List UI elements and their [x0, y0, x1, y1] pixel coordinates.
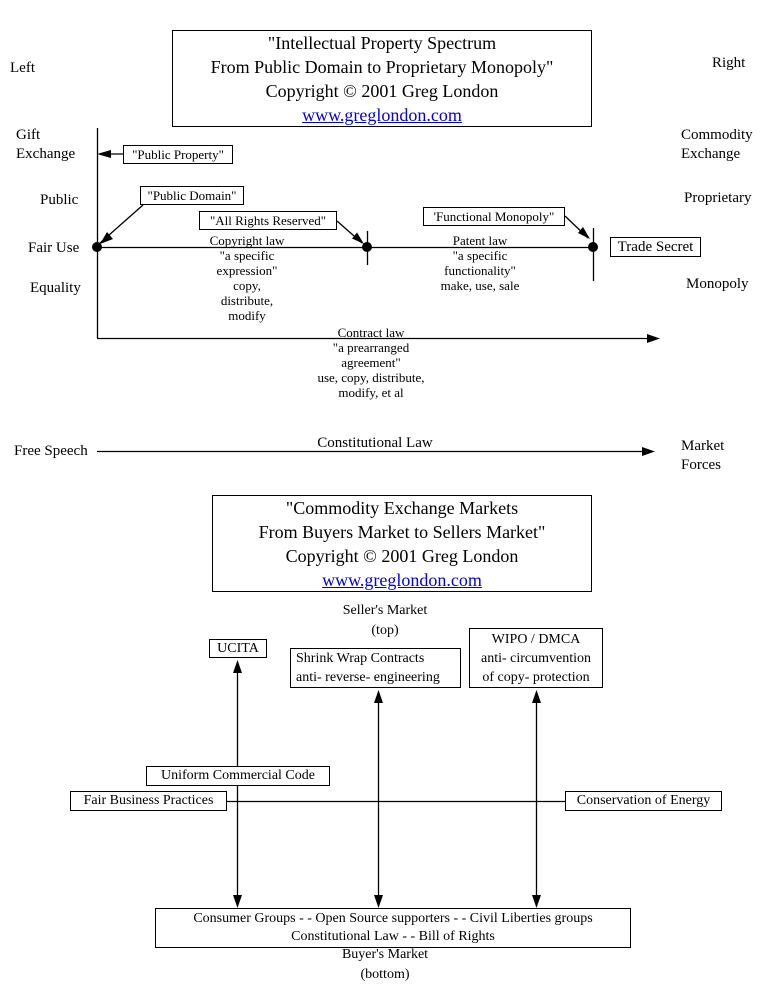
patent-quote-line1: "a specific: [452, 248, 508, 263]
functional-monopoly-box: 'Functional Monopoly": [423, 207, 565, 226]
copyright-law-line: Copyright law: [209, 233, 285, 248]
axis-label-monopoly: Monopoly: [686, 276, 749, 292]
copyright-quote-line2: expression": [216, 263, 278, 278]
consumer-groups-line1: Consumer Groups - - Open Source supporte…: [193, 911, 593, 926]
ip-website-link[interactable]: www.greglondon.com: [302, 104, 462, 125]
commodity-title-line2: From Buyers Market to Sellers Market": [258, 521, 546, 542]
axis-label-fair-use: Fair Use: [28, 240, 80, 256]
constitutional-law-label: Constitutional Law: [317, 435, 433, 451]
sellers-market-label: Seller's Market: [342, 603, 428, 618]
copyright-law-text: Copyright law "a specific expression" co…: [187, 233, 307, 323]
wipo-line2: anti- circumvention: [480, 650, 592, 666]
arrowhead-all-rights: [352, 232, 364, 244]
arrowhead-functional-monopoly: [578, 227, 590, 239]
spectrum-dot-right: [588, 242, 598, 252]
arrowhead-wipo-up: [532, 690, 541, 703]
arrowhead-wipo-down: [532, 895, 541, 908]
axis-label-commodity-exchange: Commodity Exchange: [681, 126, 753, 164]
trade-secret-box: Trade Secret: [610, 237, 701, 257]
copyright-quote-line1: "a specific: [219, 248, 275, 263]
copyright-rights-line2: distribute,: [220, 293, 274, 308]
public-property-box: "Public Property": [123, 145, 233, 164]
contract-rights-line2: modify, et al: [338, 385, 404, 400]
axis-label-public: Public: [40, 192, 79, 208]
consumer-groups-line2: Constitutional Law - - Bill of Rights: [291, 929, 495, 944]
ip-title-box: "Intellectual Property Spectrum From Pub…: [172, 30, 592, 127]
axis-label-free-speech: Free Speech: [14, 443, 88, 459]
arrowhead-public-property-left: [97, 150, 111, 158]
copyright-rights-line1: copy,: [233, 278, 261, 293]
top-note-label: (top): [371, 623, 399, 638]
contract-law-line: Contract law: [337, 325, 405, 340]
contract-quote-line2: agreement": [341, 355, 401, 370]
axis-label-market-forces: Market Forces: [681, 437, 724, 475]
arrowhead-shrink-down: [374, 895, 383, 908]
exchange-line2: Exchange: [681, 146, 741, 162]
wipo-line3: of copy- protection: [482, 669, 590, 685]
spectrum-dot-mid: [362, 242, 372, 252]
buyers-market-label: Buyer's Market: [341, 947, 429, 962]
patent-rights-line: make, use, sale: [440, 278, 520, 293]
patent-quote-line2: functionality": [444, 263, 516, 278]
ip-copyright-line: Copyright © 2001 Greg London: [265, 80, 499, 101]
arrowhead-public-domain: [100, 232, 113, 244]
left-edge-label: Left: [10, 60, 35, 76]
axis-label-equality: Equality: [30, 280, 81, 296]
arrowhead-shrink-up: [374, 690, 383, 703]
shrink-wrap-line1: Shrink Wrap Contracts: [296, 651, 425, 666]
bottom-note-label: (bottom): [360, 967, 410, 982]
uniform-commercial-code-box: Uniform Commercial Code: [146, 766, 330, 786]
wipo-dmca-box: WIPO / DMCA anti- circumvention of copy-…: [469, 628, 603, 688]
commodity-copyright-line: Copyright © 2001 Greg London: [285, 545, 519, 566]
contract-rights-line1: use, copy, distribute,: [317, 370, 425, 385]
ip-title-line1: "Intellectual Property Spectrum: [267, 32, 497, 53]
shrink-wrap-box: Shrink Wrap Contracts anti- reverse- eng…: [290, 648, 461, 688]
ip-title-line2: From Public Domain to Proprietary Monopo…: [210, 56, 554, 77]
right-edge-label: Right: [712, 55, 746, 71]
all-rights-reserved-box: "All Rights Reserved": [199, 211, 337, 230]
commodity-line: Commodity: [681, 127, 753, 143]
commodity-title-line1: "Commodity Exchange Markets: [285, 497, 519, 518]
arrowhead-constitutional-right: [642, 447, 655, 456]
forces-line: Forces: [681, 457, 721, 473]
patent-law-line: Patent law: [452, 233, 508, 248]
line-group: [96, 128, 650, 906]
consumer-groups-box: Consumer Groups - - Open Source supporte…: [155, 908, 631, 948]
market-line: Market: [681, 438, 725, 454]
axis-label-gift-exchange: Gift Exchange: [16, 126, 75, 164]
wipo-line1: WIPO / DMCA: [491, 631, 581, 647]
conservation-of-energy-box: Conservation of Energy: [565, 791, 722, 811]
arrowhead-ucita-down: [233, 895, 242, 908]
axis-label-proprietary: Proprietary: [684, 190, 752, 206]
commodity-website-link[interactable]: www.greglondon.com: [322, 569, 482, 590]
public-domain-box: "Public Domain": [140, 186, 244, 205]
gift-line: Gift: [16, 127, 41, 143]
marker-group: [92, 150, 660, 908]
patent-law-text: Patent law "a specific functionality" ma…: [410, 233, 550, 293]
arrowhead-contract-right: [647, 334, 660, 343]
exchange-line: Exchange: [16, 146, 76, 162]
ucita-box: UCITA: [209, 639, 267, 658]
arrowhead-ucita-up: [233, 660, 242, 673]
commodity-title-box: "Commodity Exchange Markets From Buyers …: [212, 495, 592, 592]
copyright-rights-line3: modify: [228, 308, 266, 323]
contract-quote-line1: "a prearranged: [332, 340, 410, 355]
fair-business-practices-box: Fair Business Practices: [70, 791, 227, 811]
spectrum-dot-left: [92, 242, 102, 252]
contract-law-text: Contract law "a prearranged agreement" u…: [291, 325, 451, 400]
shrink-wrap-line2: anti- reverse- engineering: [296, 670, 440, 685]
